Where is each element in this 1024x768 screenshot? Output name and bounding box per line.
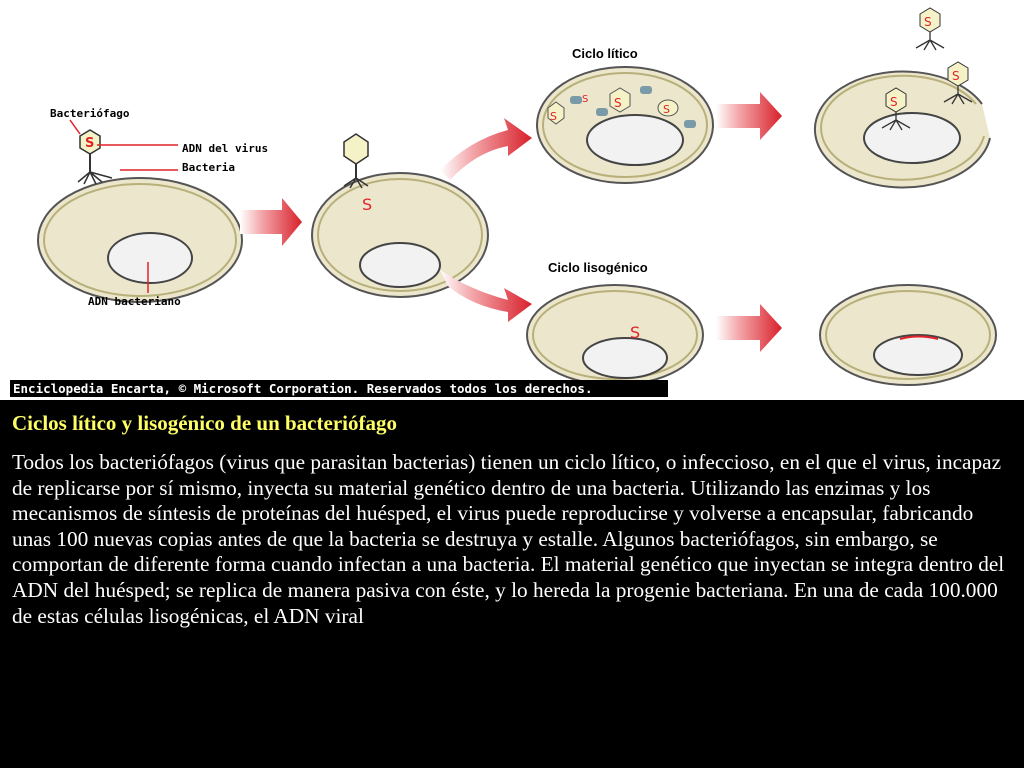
injected-dna-glyph: S [362, 195, 372, 214]
cell-initial [37, 177, 243, 303]
svg-text:S: S [614, 96, 622, 110]
caption-body: Todos los bacteriófagos (virus que paras… [12, 450, 1005, 628]
virus-dna-glyph: S [85, 136, 94, 151]
released-phages: S S S [881, 7, 973, 131]
arrow-to-lysis [716, 92, 782, 140]
arrow-to-lysogenic [440, 270, 532, 322]
arrow-to-lytic [440, 118, 532, 180]
lytic-cycle-title: Ciclo lítico [572, 46, 638, 61]
lysogenic-cycle-title: Ciclo lisogénico [548, 260, 648, 275]
svg-text:S: S [550, 110, 557, 123]
svg-text:S: S [630, 323, 640, 342]
arrow-to-prophage [716, 304, 782, 352]
cell-lysogenic-integration: S [526, 284, 704, 386]
label-bacterial-dna: ADN bacteriano [88, 295, 181, 308]
arrow-to-injection [240, 198, 302, 246]
label-pointers [69, 119, 178, 293]
diagram-figure: S Bacteriófago ADN del virus Bacteria AD… [0, 0, 1024, 400]
caption-title: Ciclos lítico y lisogénico de un bacteri… [12, 411, 397, 435]
bacteriophage-cycle-diagram: S Bacteriófago ADN del virus Bacteria AD… [37, 7, 997, 386]
cell-lytic-replication: S S S S [536, 66, 714, 184]
svg-text:S: S [952, 69, 960, 83]
phage-empty [343, 133, 369, 189]
label-bacteriophage: Bacteriófago [50, 107, 130, 120]
caption: Ciclos lítico y lisogénico de un bacteri… [12, 410, 1012, 629]
svg-text:S: S [924, 15, 932, 29]
svg-text:S: S [663, 103, 670, 116]
cell-prophage [819, 284, 997, 386]
label-virus-dna: ADN del virus [182, 142, 268, 155]
svg-text:S: S [582, 94, 588, 105]
label-bacterium: Bacteria [182, 161, 235, 174]
cell-lysis [813, 70, 991, 189]
svg-text:S: S [890, 95, 898, 109]
copyright-credit: Enciclopedia Encarta, © Microsoft Corpor… [10, 380, 668, 397]
cell-injection: S [311, 172, 489, 298]
phage-attached: S [77, 129, 113, 185]
